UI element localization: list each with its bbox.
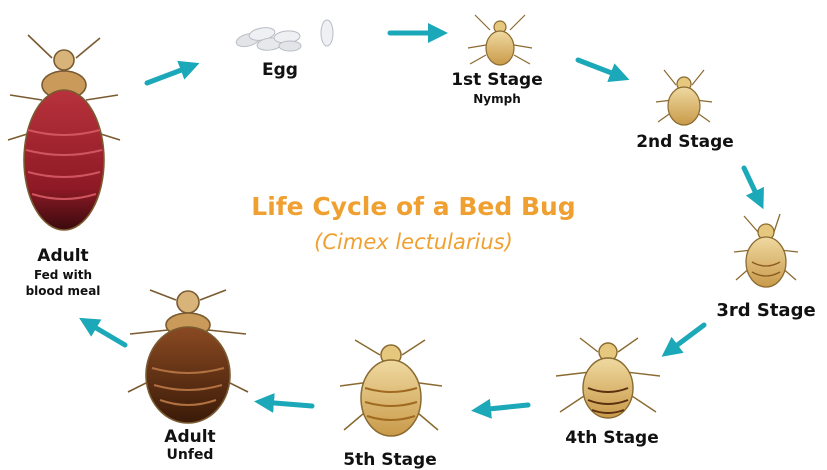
diagram-title: Life Cycle of a Bed Bug (0, 192, 827, 221)
label-adult-fed-sub1: Fed with (8, 268, 118, 282)
stage1-nymph-illustration (468, 15, 532, 65)
label-stage3: 3rd Stage (706, 300, 826, 321)
arrow-adult-unfed-to-adult-fed (86, 322, 125, 345)
label-stage5: 5th Stage (330, 450, 450, 470)
diagram-subtitle: (Cimex lectularius) (0, 230, 827, 254)
arrow-stage3-to-stage4 (668, 325, 704, 352)
label-egg: Egg (262, 60, 298, 80)
label-stage4: 4th Stage (552, 428, 672, 448)
arrow-stage4-to-stage5 (479, 405, 528, 410)
arrow-adult-to-egg (147, 66, 192, 83)
label-stage1-sub: Nymph (442, 92, 552, 106)
label-adult-fed-sub2: blood meal (8, 284, 118, 298)
stage5-nymph-illustration (340, 340, 442, 436)
arrow-stage1-to-stage2 (578, 60, 622, 77)
label-adult-unfed: Adult (150, 427, 230, 447)
label-stage2: 2nd Stage (620, 132, 750, 152)
adult-unfed-illustration (128, 290, 248, 423)
label-adult-fed: Adult (8, 246, 118, 266)
label-adult-unfed-sub: Unfed (150, 447, 230, 463)
label-stage1: 1st Stage (442, 70, 552, 90)
stage4-nymph-illustration (556, 338, 660, 418)
stage2-nymph-illustration (656, 70, 712, 125)
egg-illustration (235, 20, 333, 52)
arrow-stage5-to-adult-unfed (262, 402, 312, 406)
